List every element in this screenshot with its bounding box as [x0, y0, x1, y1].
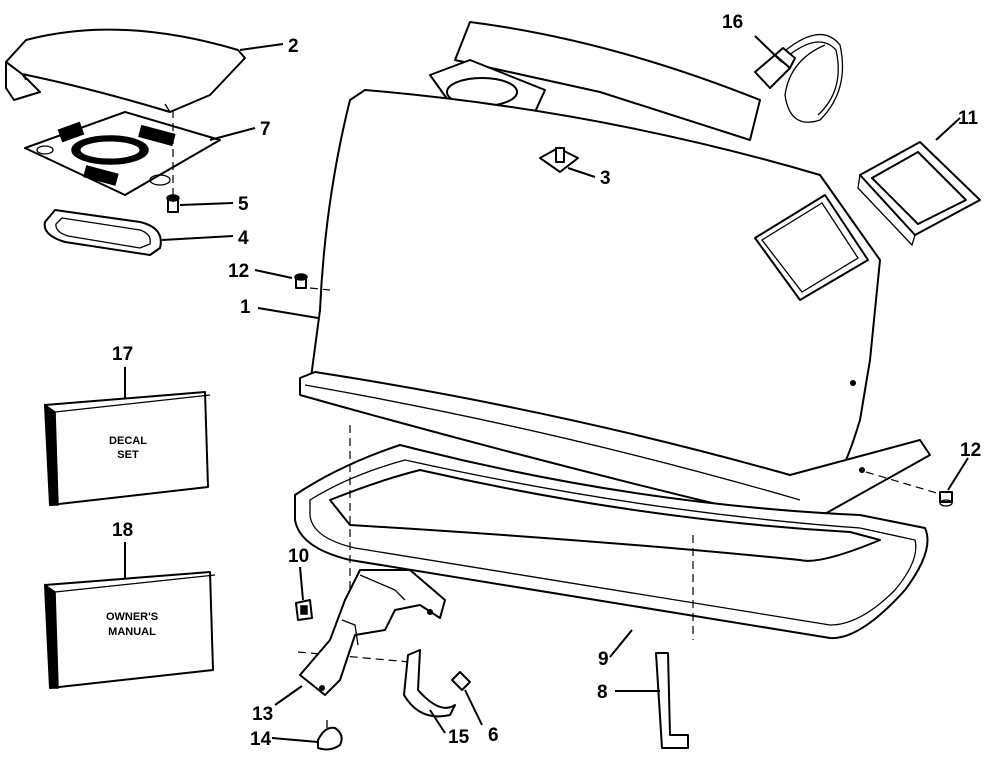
callout-1: 1: [240, 297, 251, 318]
bolt-part: [451, 671, 471, 691]
callout-13: 13: [252, 704, 273, 725]
decal-label-line1: DECAL: [109, 435, 147, 447]
owners-manual-box: [44, 571, 216, 689]
callout-14: 14: [250, 729, 272, 750]
box-labels: DECAL SET OWNER'S MANUAL: [106, 435, 158, 638]
callout-18: 18: [112, 520, 133, 541]
oval-seal-ring-part: [43, 209, 162, 256]
manual-label-line1: OWNER'S: [106, 611, 158, 623]
callout-4: 4: [238, 228, 249, 249]
callout-3: 3: [600, 168, 611, 189]
screw-left-part: [294, 273, 308, 289]
callout-8: 8: [597, 682, 608, 703]
grommet-part: [317, 720, 343, 751]
manual-label-line2: MANUAL: [108, 626, 156, 638]
screw-part: [166, 194, 180, 213]
callout-7: 7: [260, 119, 271, 140]
callout-16: 16: [722, 12, 743, 33]
callout-2: 2: [288, 36, 299, 57]
leader-lines: [124, 35, 969, 743]
callout-10: 10: [288, 546, 309, 567]
top-cover-part: [5, 28, 246, 113]
small-bracket-part: [403, 649, 456, 718]
callout-15: 15: [448, 727, 470, 748]
callout-12-right: 12: [960, 440, 981, 461]
rod-part: [655, 652, 689, 749]
callout-5: 5: [238, 194, 249, 215]
callout-6: 6: [488, 725, 499, 746]
clip-part: [295, 599, 313, 621]
screw-right-part: [939, 491, 953, 507]
callout-12-left: 12: [228, 261, 249, 282]
lower-seal-frame-part: [294, 444, 929, 640]
cable-harness-part: [754, 33, 844, 123]
gasket-plate-part: [24, 111, 221, 196]
callout-9: 9: [598, 649, 609, 670]
mounting-bracket-part: [299, 569, 446, 696]
decal-label-line2: SET: [117, 449, 139, 461]
callout-11: 11: [958, 108, 979, 129]
motor-cover-part: [299, 21, 931, 526]
window-panel-part: [857, 141, 981, 247]
callout-17: 17: [112, 344, 133, 365]
callout-labels: 2 7 5 4 12 1 3 16 11 12 17 18 10 9 8 6 1…: [112, 12, 981, 750]
decal-set-box: [44, 391, 211, 506]
